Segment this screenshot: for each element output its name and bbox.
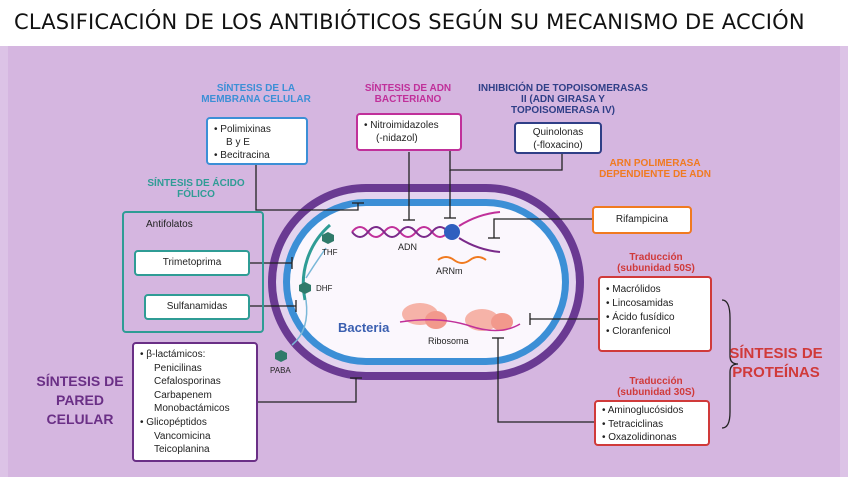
protein-item-aminoglucosidos: • Aminoglucósidos [602, 405, 684, 416]
trimetoprima-box: Trimetoprima [134, 250, 250, 276]
wall-item-monobactamicos: Monobactámicos [154, 403, 230, 415]
protein-item-cloranfenicol: • Cloranfenicol [606, 326, 671, 337]
wall-box: • β-lactámicos: Penicilinas Cefalosporin… [132, 342, 258, 462]
dna-heading: SÍNTESIS DE ADN BACTERIANO [364, 83, 452, 105]
page-title: CLASIFICACIÓN DE LOS ANTIBIÓTICOS SEGÚN … [14, 10, 805, 34]
bacteria-label: Bacteria [338, 320, 390, 335]
ribosoma-label: Ribosoma [428, 336, 469, 346]
protein-sub50-label: Traducción (subunidad 50S) [617, 252, 695, 274]
thf-label: THF [322, 248, 338, 257]
wall-item-penicilinas: Penicilinas [154, 362, 202, 374]
title-bar: CLASIFICACIÓN DE LOS ANTIBIÓTICOS SEGÚN … [0, 0, 848, 46]
sulfanamidas-box: Sulfanamidas [144, 294, 250, 320]
folate-group [122, 211, 264, 333]
membrane-item-b-y-e: B y E [226, 137, 250, 148]
wall-big-label: SÍNTESIS DE PARED CELULAR [36, 373, 124, 427]
protein-item-acido-fusidico: • Ácido fusídico [606, 312, 675, 323]
mrna-strand [437, 256, 487, 264]
dhf-label: DHF [316, 284, 333, 293]
protein-sub30-label: Traducción (subunidad 30S) [617, 376, 695, 398]
protein-30s-box: • Aminoglucósidos • Tetraciclinas • Oxaz… [594, 400, 710, 446]
protein-item-macrolidos: • Macrólidos [606, 284, 661, 295]
adn-label: ADN [398, 242, 418, 252]
wall-item-vancomicina: Vancomicina [154, 430, 211, 442]
membrane-item-becitracina: • Becitracina [214, 150, 270, 161]
membrane-item-polimixinas: • Polimixinas [214, 124, 271, 135]
dhf-molecule [299, 282, 311, 294]
topo-item-quinolonas: Quinolonas [532, 127, 584, 138]
ribosome-group [399, 303, 521, 332]
protein-item-tetraciclinas: • Tetraciclinas [602, 418, 664, 430]
protein-item-oxazolidinonas: • Oxazolidinonas [602, 432, 677, 443]
topo-heading: INHIBICIÓN DE TOPOISOMERASAS II (ADN GIR… [478, 83, 648, 116]
topo-item-floxacino: (-floxacino) [533, 140, 583, 151]
thf-molecule [322, 232, 334, 244]
wall-item-glicopeptidos: • Glicopéptidos [140, 416, 207, 428]
wall-item-betalactamicos: • β-lactámicos: [140, 349, 206, 360]
protein-item-lincosamidas: • Lincosamidas [606, 298, 674, 309]
topo-box: Quinolonas (-floxacino) [514, 122, 602, 154]
folate-group-label: Antifolatos [146, 219, 193, 230]
membrane-box: • Polimixinas B y E • Becitracina [206, 117, 308, 165]
wall-item-carbapenem: Carbapenem [154, 389, 212, 401]
folate-heading: SÍNTESIS DE ÁCIDO FÓLICO [147, 178, 245, 200]
dna-item-nitroimidazoles: • Nitroimidazoles [364, 120, 439, 131]
rna-heading: ARN POLIMERASA DEPENDIENTE DE ADN [599, 158, 711, 180]
paba-molecule [275, 350, 287, 362]
arnm-label: ARNm [436, 266, 463, 276]
dna-item-nidazol: (-nidazol) [376, 133, 418, 144]
cell-cytoplasm [290, 206, 562, 358]
membrane-heading: SÍNTESIS DE LA MEMBRANA CELULAR [201, 83, 311, 105]
paba-label: PABA [270, 366, 291, 375]
protein-50s-box: • Macrólidos • Lincosamidas • Ácido fusí… [598, 276, 712, 352]
rifampicina-box: Rifampicina [592, 206, 692, 234]
protein-big-label: SÍNTESIS DE PROTEÍNAS [729, 345, 823, 381]
dna-box: • Nitroimidazoles (-nidazol) [356, 113, 462, 151]
wall-item-teicoplanina: Teicoplanina [154, 444, 210, 456]
topoisomerase-enzyme [444, 224, 460, 240]
wall-item-cefalosporinas: Cefalosporinas [154, 376, 221, 388]
